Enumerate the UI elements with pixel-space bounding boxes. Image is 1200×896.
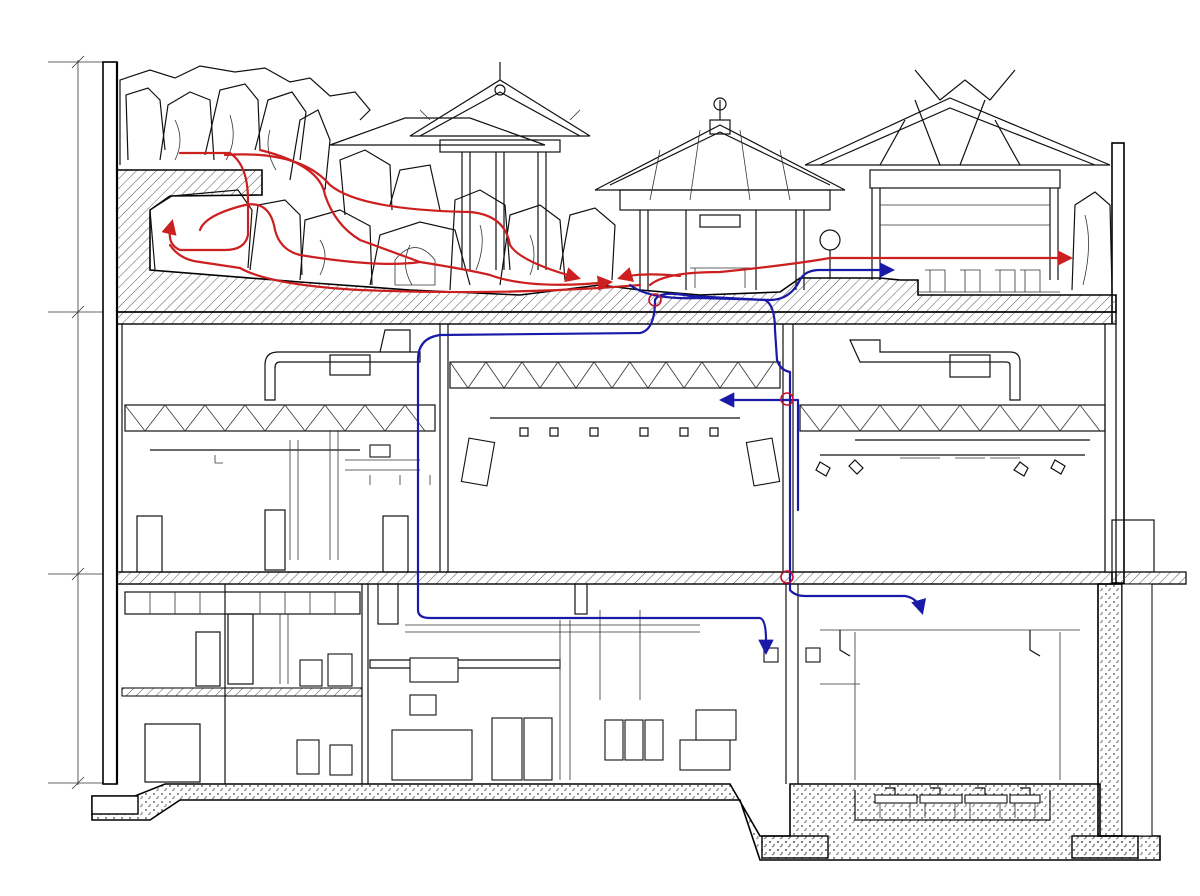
pavilion-left bbox=[329, 62, 591, 270]
pavilion-right bbox=[804, 69, 1111, 293]
rockery bbox=[119, 65, 1113, 291]
basement bbox=[121, 583, 1080, 818]
level-2-hall bbox=[121, 323, 1155, 573]
red-flow-path bbox=[161, 148, 1074, 294]
junction-nodes bbox=[648, 293, 794, 584]
pavilion-center bbox=[594, 97, 846, 290]
junction-node-roof bbox=[648, 293, 662, 307]
stage-lights-center bbox=[519, 427, 719, 437]
dimension-lines bbox=[48, 55, 112, 790]
junction-node-floor bbox=[780, 570, 794, 584]
blue-flow-path bbox=[416, 262, 927, 656]
junction-node-level2 bbox=[780, 392, 794, 406]
pit-tables bbox=[874, 787, 1041, 818]
